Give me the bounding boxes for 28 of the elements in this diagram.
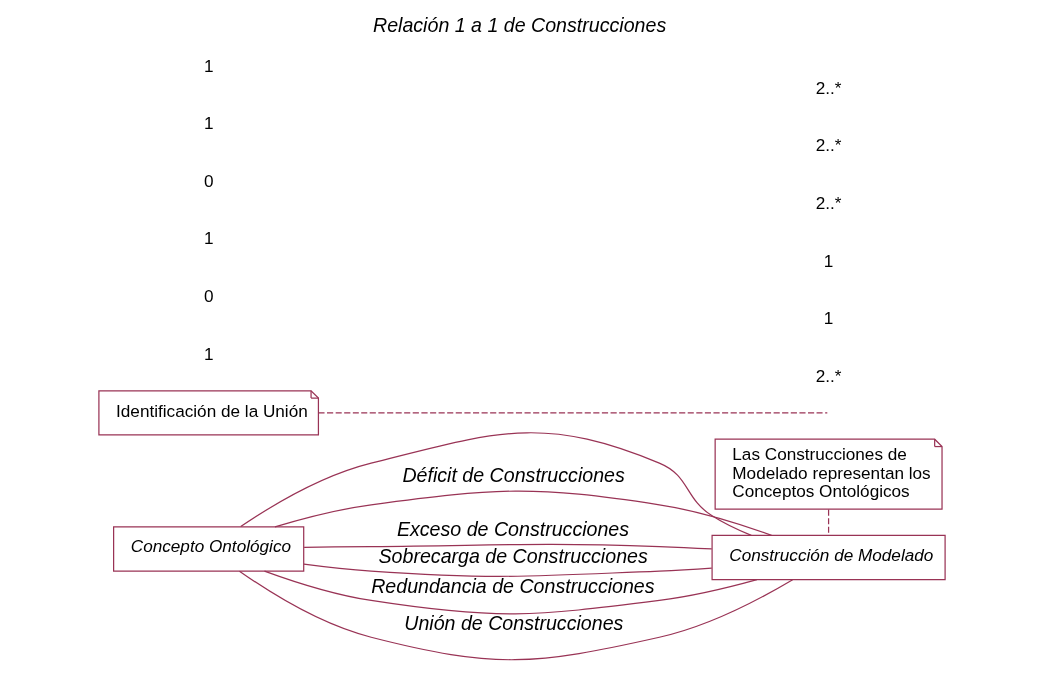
connector	[303, 543, 713, 550]
connector	[303, 563, 713, 577]
edge-label: Unión de Construcciones	[404, 611, 624, 634]
label: 1	[203, 113, 214, 134]
label: 0	[203, 286, 214, 307]
label: 2..*	[815, 135, 842, 156]
label: 2..*	[815, 192, 842, 213]
label: 1	[203, 343, 214, 364]
label: 1	[203, 228, 214, 249]
connector	[827, 508, 830, 536]
connector	[317, 412, 828, 414]
label: 0	[203, 170, 214, 191]
label: 2..*	[815, 365, 842, 386]
connector	[274, 490, 773, 536]
edge-label: Sobrecarga de Construcciones	[378, 545, 648, 568]
edge-label: Déficit de Construcciones	[402, 464, 625, 487]
label: 1	[203, 55, 214, 76]
diagram-title: Relación 1 a 1 de Construcciones	[373, 14, 667, 37]
label: 2..*	[815, 77, 842, 98]
connector	[263, 570, 758, 615]
node-box: Construcción de Modelado	[711, 534, 946, 581]
edge-label: Redundancia de Construcciones	[371, 574, 655, 597]
edge-label: Exceso de Construcciones	[396, 518, 630, 541]
node-box: Concepto Ontológico	[113, 526, 305, 572]
label: 1	[823, 308, 834, 329]
connector	[238, 570, 794, 661]
label: 1	[823, 250, 834, 271]
connector	[240, 432, 752, 537]
